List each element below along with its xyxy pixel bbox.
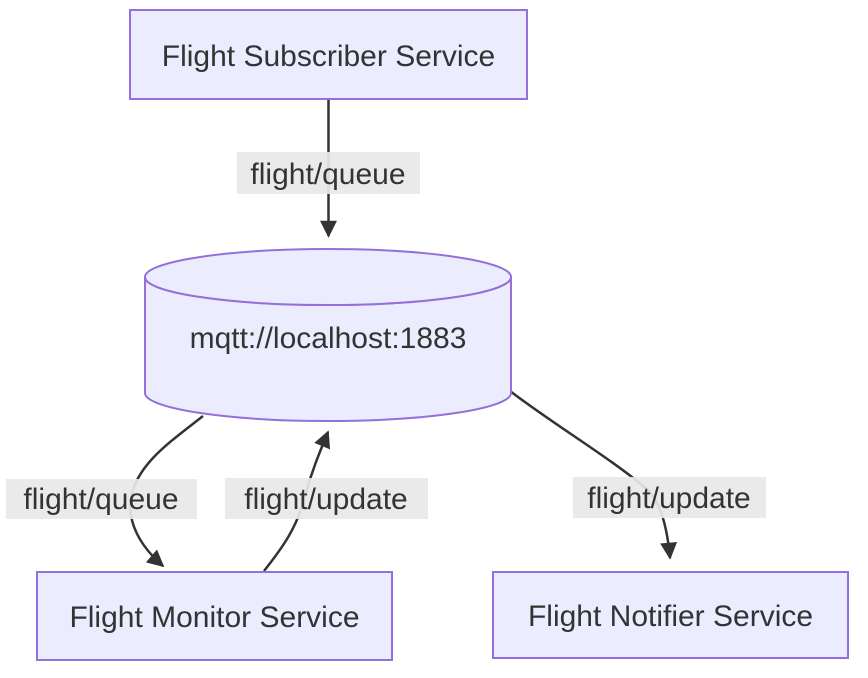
edge-label-background — [6, 479, 197, 519]
node-label: mqtt://localhost:1883 — [190, 322, 467, 355]
edge-label-background — [225, 478, 428, 519]
edge-label-subscriber-to-broker: flight/queue — [237, 152, 420, 194]
node-label: Flight Subscriber Service — [162, 40, 495, 73]
node-flight-monitor-service: Flight Monitor Service — [36, 571, 393, 661]
edge-label-text: flight/queue — [250, 158, 405, 191]
node-box — [36, 571, 393, 661]
edge-label-text: flight/queue — [23, 483, 178, 516]
edge-label-monitor-to-broker: flight/update — [225, 478, 428, 519]
edge-label-text: flight/update — [587, 482, 750, 515]
edge-label-background — [237, 152, 420, 194]
node-flight-notifier-service: Flight Notifier Service — [492, 571, 849, 659]
edge-label-text: flight/update — [244, 483, 407, 516]
edge-label-background — [573, 477, 766, 518]
edge-broker-to-notifier — [509, 390, 678, 560]
node-mqtt-broker-cylinder: mqtt://localhost:1883 — [144, 248, 512, 422]
node-flight-subscriber-service: Flight Subscriber Service — [129, 9, 528, 100]
node-label: Flight Monitor Service — [69, 601, 359, 634]
node-box — [492, 571, 849, 659]
edge-label-broker-to-monitor: flight/queue — [6, 479, 197, 519]
node-label: Flight Notifier Service — [528, 600, 813, 633]
edge-label-broker-to-notifier: flight/update — [573, 477, 766, 518]
node-box — [129, 9, 528, 100]
cylinder-top — [144, 248, 512, 306]
